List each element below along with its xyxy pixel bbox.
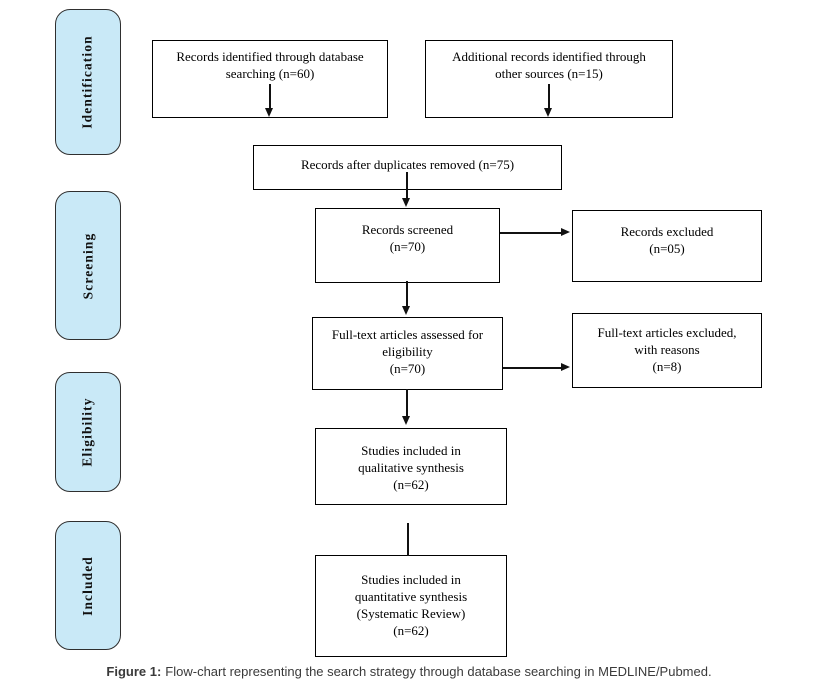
box-records-screened: Records screened (n=70) <box>315 208 500 283</box>
stage-eligibility: Eligibility <box>55 372 121 492</box>
arrowhead-down-icon <box>402 198 410 207</box>
stage-screening-label: Screening <box>80 232 95 299</box>
arrow-records-identified-down <box>269 84 271 109</box>
stage-screening: Screening <box>55 191 121 340</box>
box-records-identified: Records identified through database sear… <box>152 40 388 118</box>
arrow-screened-to-fulltext <box>406 281 408 307</box>
arrow-fulltext-to-qualitative <box>406 389 408 417</box>
box-duplicates-removed: Records after duplicates removed (n=75) <box>253 145 562 190</box>
arrowhead-down-icon <box>402 416 410 425</box>
arrowhead-down-icon <box>265 108 273 117</box>
stage-identification-label: Identification <box>80 35 95 129</box>
stage-identification: Identification <box>55 9 121 155</box>
figure-caption-label: Figure 1: <box>106 664 162 679</box>
connector-qualitative-to-quantitative <box>407 523 409 556</box>
figure-caption: Figure 1:Flow-chart representing the sea… <box>0 664 818 679</box>
arrowhead-right-icon <box>561 228 570 236</box>
arrow-duplicates-to-screened <box>406 172 408 199</box>
figure-caption-text: Flow-chart representing the search strat… <box>165 664 712 679</box>
arrowhead-right-icon <box>561 363 570 371</box>
box-fulltext-excluded: Full-text articles excluded, with reason… <box>572 313 762 388</box>
box-qualitative-synthesis: Studies included in qualitative synthesi… <box>315 428 507 505</box>
stage-included: Included <box>55 521 121 650</box>
stage-eligibility-label: Eligibility <box>80 397 95 467</box>
box-fulltext-assessed: Full-text articles assessed for eligibil… <box>312 317 503 390</box>
arrowhead-down-icon <box>544 108 552 117</box>
arrow-screened-to-excluded <box>500 232 562 234</box>
stage-included-label: Included <box>79 555 95 616</box>
box-records-excluded: Records excluded (n=05) <box>572 210 762 282</box>
arrowhead-down-icon <box>402 306 410 315</box>
arrow-additional-records-down <box>548 84 550 109</box>
arrow-fulltext-to-excluded <box>503 367 562 369</box>
box-quantitative-synthesis: Studies included in quantitative synthes… <box>315 555 507 657</box>
